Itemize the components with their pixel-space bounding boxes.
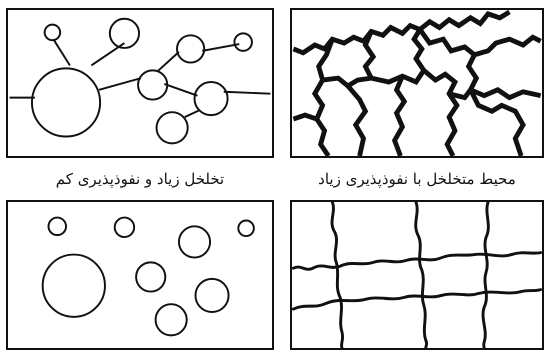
pore [136,262,165,291]
pore [195,82,228,115]
connected-pores-drawing [8,10,272,156]
pore [177,35,204,62]
pore-large [32,68,100,136]
pore [195,279,228,312]
pore-small [234,33,252,51]
panel-fractured-medium [290,200,544,350]
pore [179,226,210,257]
panel-connected-pores [6,8,274,158]
pore [156,304,187,335]
pore [157,112,188,143]
pore-small [238,220,254,236]
caption-top-left: تخلخل زیاد و نفوذپذیری کم [6,170,274,188]
caption-top-right: محیط متخلخل با نفوذپذیری زیاد [290,170,544,188]
pore-small [115,218,134,237]
panel-high-permeability [290,8,544,158]
high-permeability-drawing [292,10,542,156]
pore-small [45,25,61,41]
panel-isolated-pores [6,200,274,350]
fractured-medium-drawing [292,202,542,348]
pore-small [49,218,67,236]
isolated-pores-drawing [8,202,272,348]
pore-large [43,255,105,317]
pore [138,70,167,99]
